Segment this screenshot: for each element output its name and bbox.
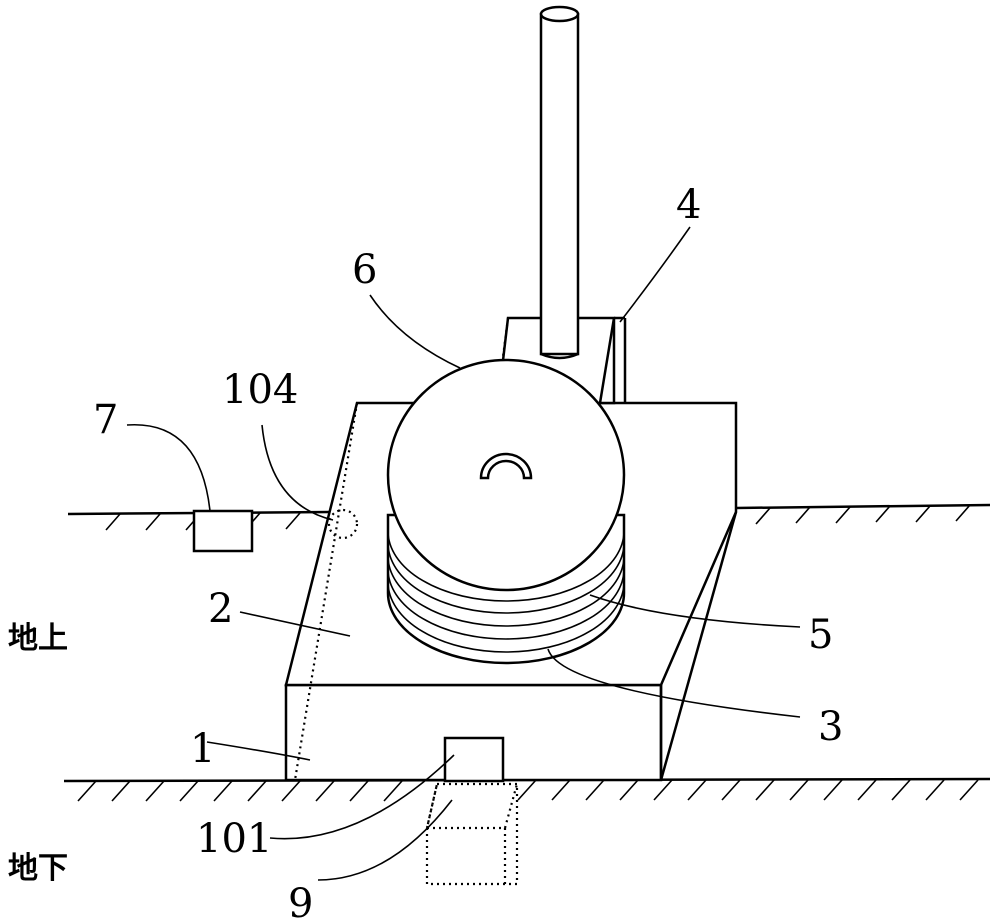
box-7	[192, 509, 254, 553]
label-below-ground: 地下	[8, 851, 68, 886]
ground-surface	[63, 777, 991, 802]
marker-104	[327, 508, 359, 540]
box-101	[443, 736, 505, 783]
label-9: 9	[288, 881, 313, 923]
label-3: 3	[818, 704, 843, 750]
label-1: 1	[190, 726, 215, 772]
label-7: 7	[93, 397, 118, 443]
label-5: 5	[808, 612, 833, 658]
pole	[539, 5, 580, 360]
part-labels: 7 104 6 4 2 5 3 1 101 9 地上 地下	[8, 182, 843, 923]
label-6: 6	[352, 247, 377, 293]
label-101: 101	[196, 816, 272, 862]
label-above-ground: 地上	[8, 621, 68, 656]
label-2: 2	[208, 586, 233, 632]
underground-box-9	[425, 782, 519, 886]
label-104: 104	[222, 367, 298, 413]
leader-lines	[126, 226, 801, 881]
dome-cover	[386, 358, 626, 592]
label-4: 4	[676, 182, 701, 228]
ground-hatching	[77, 779, 979, 802]
